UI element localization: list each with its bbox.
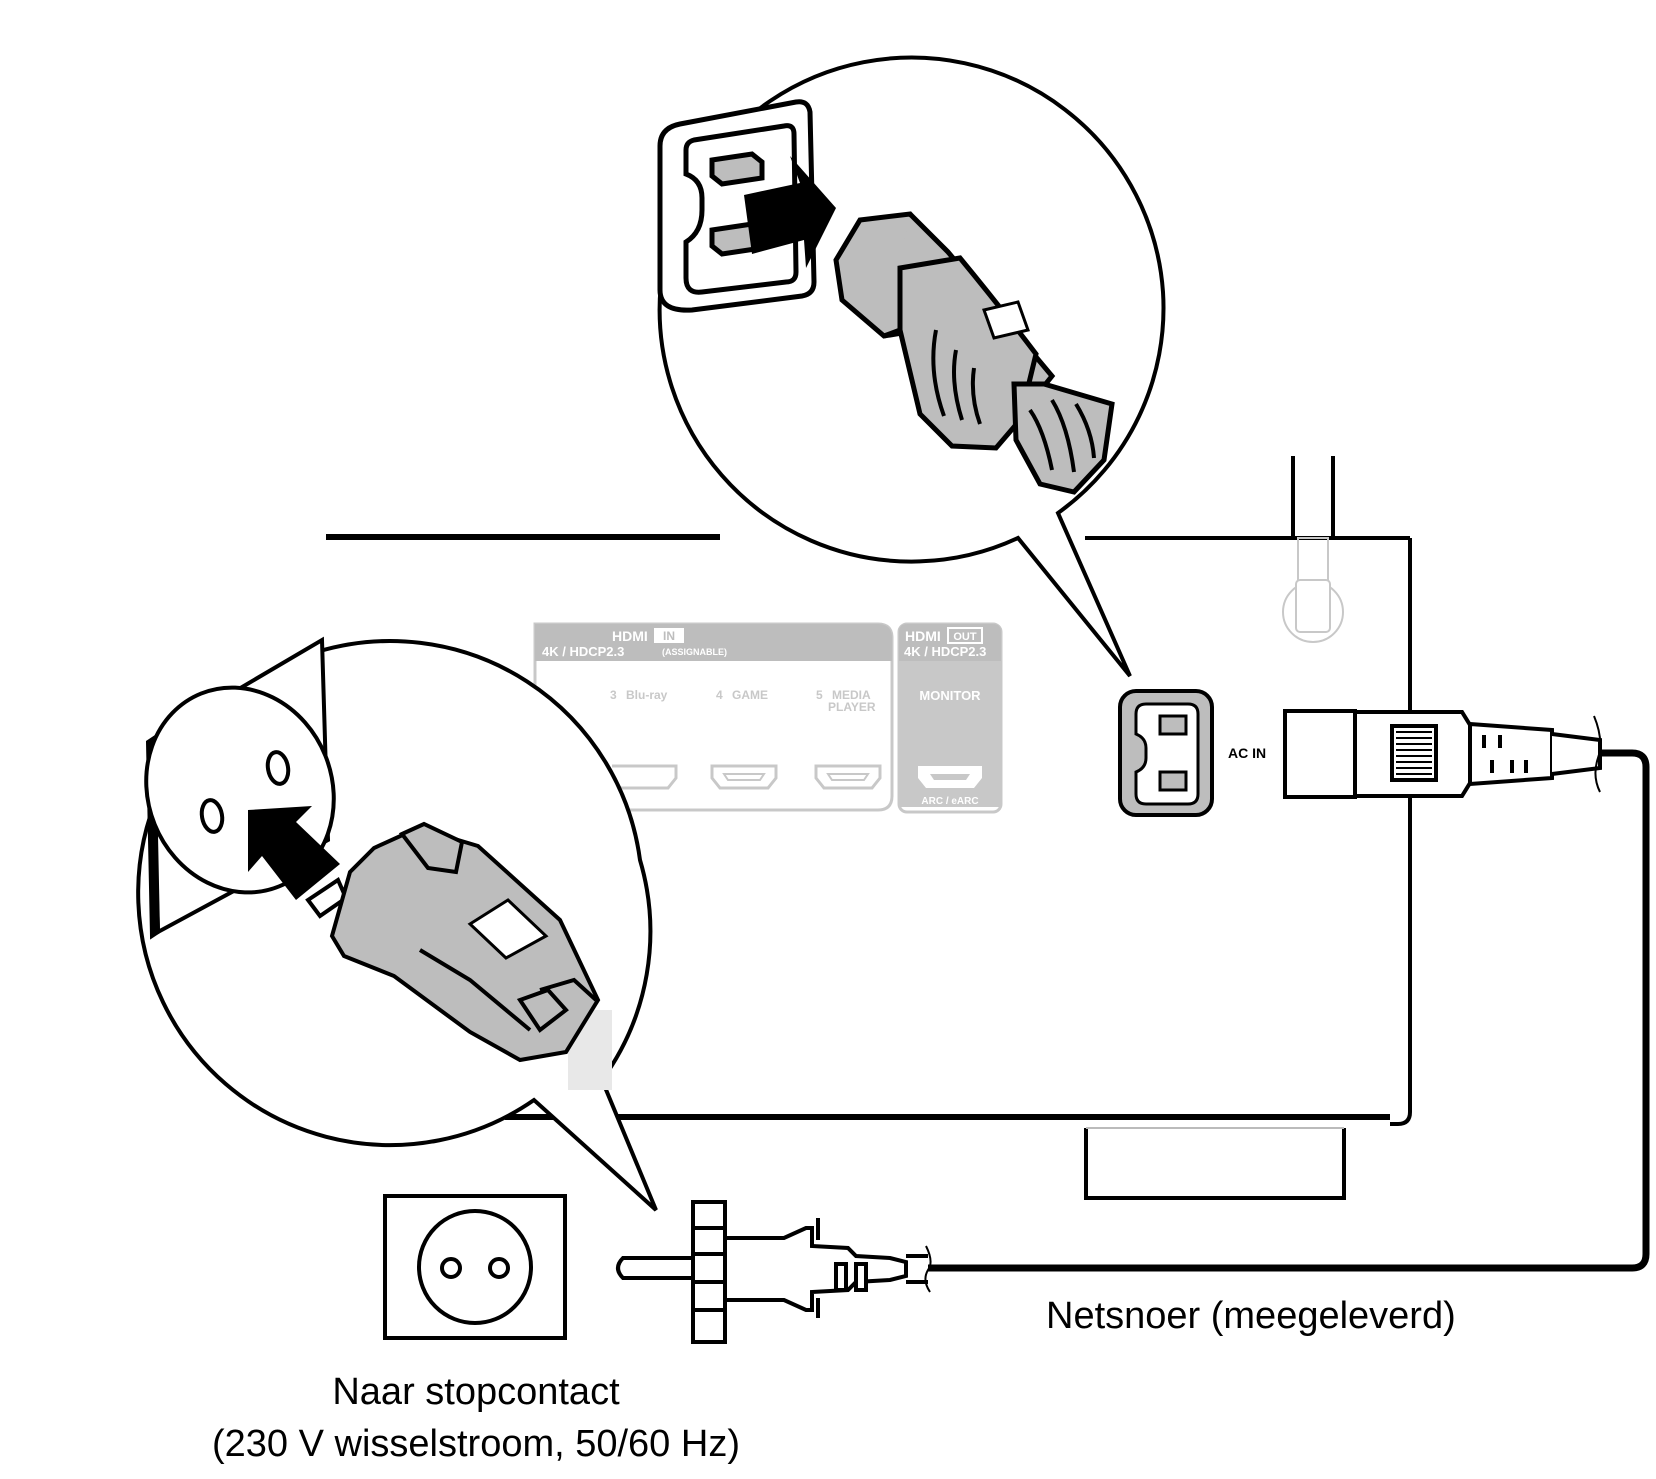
- outlet-label-line2: (230 V wisselstroom, 50/60 Hz): [212, 1423, 740, 1465]
- hdmi-out-panel: HDMI OUT 4K / HDCP2.3 MONITOR ARC / eARC: [897, 622, 1003, 814]
- hdmi-input-4-label: GAME: [732, 688, 768, 702]
- hdmi-out-port-icon: [918, 766, 982, 788]
- antenna-icon: [1282, 456, 1344, 643]
- iec-inlet-closeup: [657, 99, 817, 313]
- hdmi-input-5-label-line2: PLAYER: [828, 700, 876, 714]
- hdmi-in-assignable: (ASSIGNABLE): [662, 647, 727, 657]
- ac-inlet: [1118, 689, 1214, 817]
- hdmi-in-spec: 4K / HDCP2.3: [542, 644, 624, 659]
- outlet-callout-bubble: [136, 636, 658, 1212]
- schuko-plug-icon: [616, 1200, 932, 1344]
- outlet-label-line1: Naar stopcontact: [332, 1371, 620, 1413]
- hdmi-in-title: HDMI: [612, 628, 648, 644]
- ac-in-label: AC IN: [1228, 745, 1266, 761]
- iec-plug-icon: [1283, 709, 1602, 799]
- insert-arrow-icon: [248, 806, 340, 900]
- hdmi-input-5-label: MEDIA: [832, 688, 871, 702]
- insert-arrow-icon: [744, 156, 836, 268]
- hdmi-input-3-label: Blu-ray: [626, 688, 668, 702]
- inlet-callout-bubble: [657, 55, 1166, 678]
- hdmi-input-3-number: 3: [610, 688, 617, 702]
- iec-plug-closeup: [833, 211, 1115, 495]
- hdmi-port-icon: [610, 764, 882, 790]
- hdmi-in-badge: IN: [663, 629, 675, 643]
- hdmi-out-monitor-label: MONITOR: [919, 688, 981, 703]
- hdmi-input-4-number: 4: [716, 688, 723, 702]
- schuko-plug-closeup: [305, 821, 601, 1063]
- wall-outlet-icon: [383, 1194, 567, 1340]
- hdmi-input-5-number: 5: [816, 688, 823, 702]
- hdmi-in-panel: HDMI IN 4K / HDCP2.3 (ASSIGNABLE) 3 Blu-…: [533, 622, 894, 812]
- power-cord-label: Netsnoer (meegeleverd): [1046, 1295, 1456, 1337]
- hdmi-out-badge: OUT: [953, 631, 977, 643]
- hdmi-out-arc-label: ARC / eARC: [921, 796, 978, 807]
- receiver-rear-panel: [326, 456, 1412, 1200]
- hdmi-out-title: HDMI: [905, 628, 941, 644]
- power-cord: [928, 749, 1650, 1272]
- hdmi-out-spec: 4K / HDCP2.3: [904, 644, 986, 659]
